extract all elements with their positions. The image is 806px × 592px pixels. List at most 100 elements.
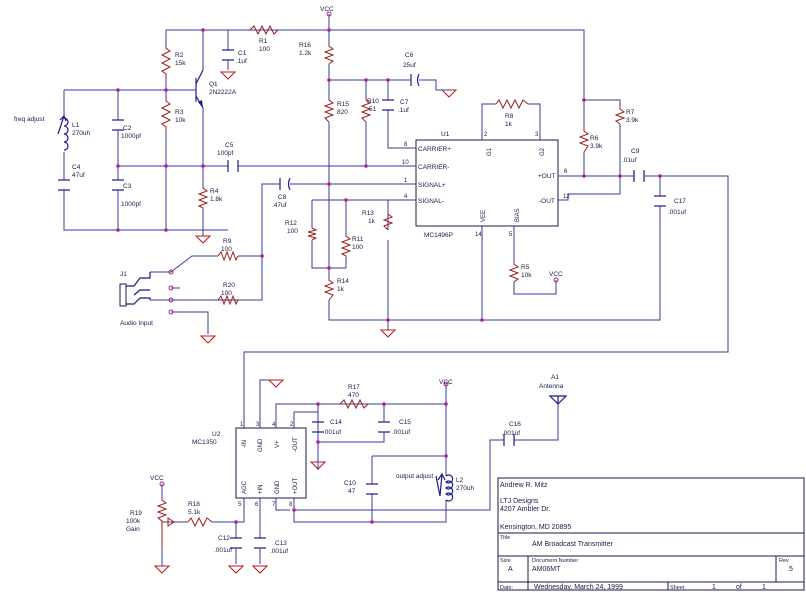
r16-body <box>323 44 335 65</box>
u1-pin-out-plus: +OUT <box>538 173 556 180</box>
junctions <box>116 28 662 524</box>
c5-ref: C5 <box>225 142 234 149</box>
c6-ref: C6 <box>405 52 414 59</box>
c1-ref: C1 <box>238 50 247 57</box>
c9-value: .01uf <box>622 157 637 164</box>
r13-value-placeholder: 100 <box>287 228 298 235</box>
u1-pin-vee: VEE <box>481 210 487 222</box>
r5-ref: R5 <box>521 264 530 271</box>
tb-docnum-label: Document Number <box>532 558 578 564</box>
c17-ref: C17 <box>674 198 686 205</box>
q1-transistor <box>190 69 204 109</box>
r8-body <box>495 98 529 110</box>
r17-body <box>339 398 369 410</box>
r11-ref: R11 <box>352 236 364 243</box>
q1-ref: Q1 <box>209 81 218 88</box>
u2-chip <box>235 427 307 499</box>
r19-body <box>156 498 168 548</box>
c4-ref: C4 <box>72 164 81 171</box>
c7-ref: C7 <box>400 99 409 106</box>
u2-pinnum-8: 8 <box>289 502 293 508</box>
r14-body <box>323 278 335 301</box>
u2-pinnum-1: 1 <box>240 422 244 428</box>
u2-ref: U2 <box>212 431 221 438</box>
c14-value: .001uf <box>323 429 341 436</box>
u1-chip <box>408 139 566 227</box>
r3-value: 10k <box>175 117 186 124</box>
j1-ref: J1 <box>120 271 127 278</box>
r13-body <box>382 210 394 231</box>
c17-value: .001uf <box>668 209 686 216</box>
c12-value: .001uf <box>214 547 232 554</box>
u1-pinnum-4: 4 <box>404 194 408 200</box>
r12-body <box>307 226 318 241</box>
r1-value: 100 <box>259 46 270 53</box>
r18-ref: R18 <box>188 501 200 508</box>
j1-value: Audio Input <box>120 320 153 327</box>
r1-ref: R1 <box>259 38 268 45</box>
r19-gain: Gain <box>126 526 140 533</box>
tb-date-label: Date: <box>500 585 514 591</box>
labels: VCC VCC VCC VCC R1 100 R2 15k R3 10k R4 … <box>14 6 686 555</box>
c3-value: 1000pf <box>121 201 141 208</box>
r9-value: 100 <box>221 246 232 253</box>
l1-adjust-label: freq adjust <box>14 116 45 123</box>
u1-pin-signal-minus: SIGNAL- <box>418 198 444 205</box>
r3-ref: R3 <box>175 109 184 116</box>
r1-body <box>249 24 279 36</box>
tb-date: Wednesday, March 24, 1999 <box>534 584 623 591</box>
u2-pinnum-5: 5 <box>238 502 242 508</box>
tb-sheet-label: Sheet <box>670 585 685 591</box>
u1-ref: U1 <box>441 131 450 138</box>
resistors <box>156 24 626 548</box>
tb-rev-label: Rev <box>779 558 789 564</box>
u2-pinnum-2: 2 <box>290 422 294 428</box>
vcc-l2-label: VCC <box>439 379 453 386</box>
c15-ref: C15 <box>399 419 411 426</box>
r9-ref: R9 <box>223 238 232 245</box>
j1-jack <box>119 269 174 315</box>
r10-ref: R10 <box>367 98 379 105</box>
r5-value: 10k <box>521 272 532 279</box>
u1-pin-g2: G2 <box>540 147 546 156</box>
c9-ref: C9 <box>631 148 640 155</box>
c13-value: .001uf <box>270 548 288 555</box>
c2-value: 1000pf <box>121 133 141 140</box>
r20-body <box>217 294 239 306</box>
u2-pin-in-plus: +IN <box>258 484 264 494</box>
tb-size: A <box>508 566 513 573</box>
r4-ref: R4 <box>210 188 219 195</box>
u1-pinnum-12: 12 <box>563 194 570 200</box>
tb-title: AM Broadcast Transmitter <box>532 541 614 548</box>
c7-value: .1uf <box>398 107 409 114</box>
u2-pinnum-3: 3 <box>256 422 260 428</box>
c14-ref: C14 <box>330 419 342 426</box>
r2-value: 15k <box>175 60 186 67</box>
wires <box>63 14 729 548</box>
r15-ref: R15 <box>337 101 349 108</box>
a1-antenna <box>548 395 568 405</box>
r6-value: 3.9k <box>590 143 603 150</box>
u2-part: MC1350 <box>192 439 217 446</box>
c4-value: 47uf <box>72 172 85 179</box>
r5-body <box>508 262 520 283</box>
r20-ref: R20 <box>223 282 235 289</box>
tb-size-label: Size <box>500 558 511 564</box>
r2-body <box>160 45 172 78</box>
u1-pin-g1: G1 <box>487 147 493 156</box>
c15-value: .001uf <box>392 429 410 436</box>
u1-pinnum-5: 5 <box>509 232 513 238</box>
tb-sheet: 1 <box>712 584 716 591</box>
c5-value: 100pf <box>217 150 233 157</box>
l1-value: 270uh <box>72 130 90 137</box>
l1-ref: L1 <box>72 122 80 129</box>
r8-value: 1k <box>505 121 513 128</box>
r14-ref: R14 <box>337 278 349 285</box>
u2-pin-gnd-b: GND <box>275 480 281 494</box>
r18-value: 5.1k <box>188 509 201 516</box>
tb-sheet-total: 1 <box>762 584 766 591</box>
u1-pin-bias: BIAS <box>515 208 521 222</box>
a1-ref: A1 <box>551 374 559 381</box>
title-block: Andrew R. Mitz LTJ Designs 4207 Ambler D… <box>497 477 805 591</box>
l2-adjust-arrow <box>437 472 446 497</box>
